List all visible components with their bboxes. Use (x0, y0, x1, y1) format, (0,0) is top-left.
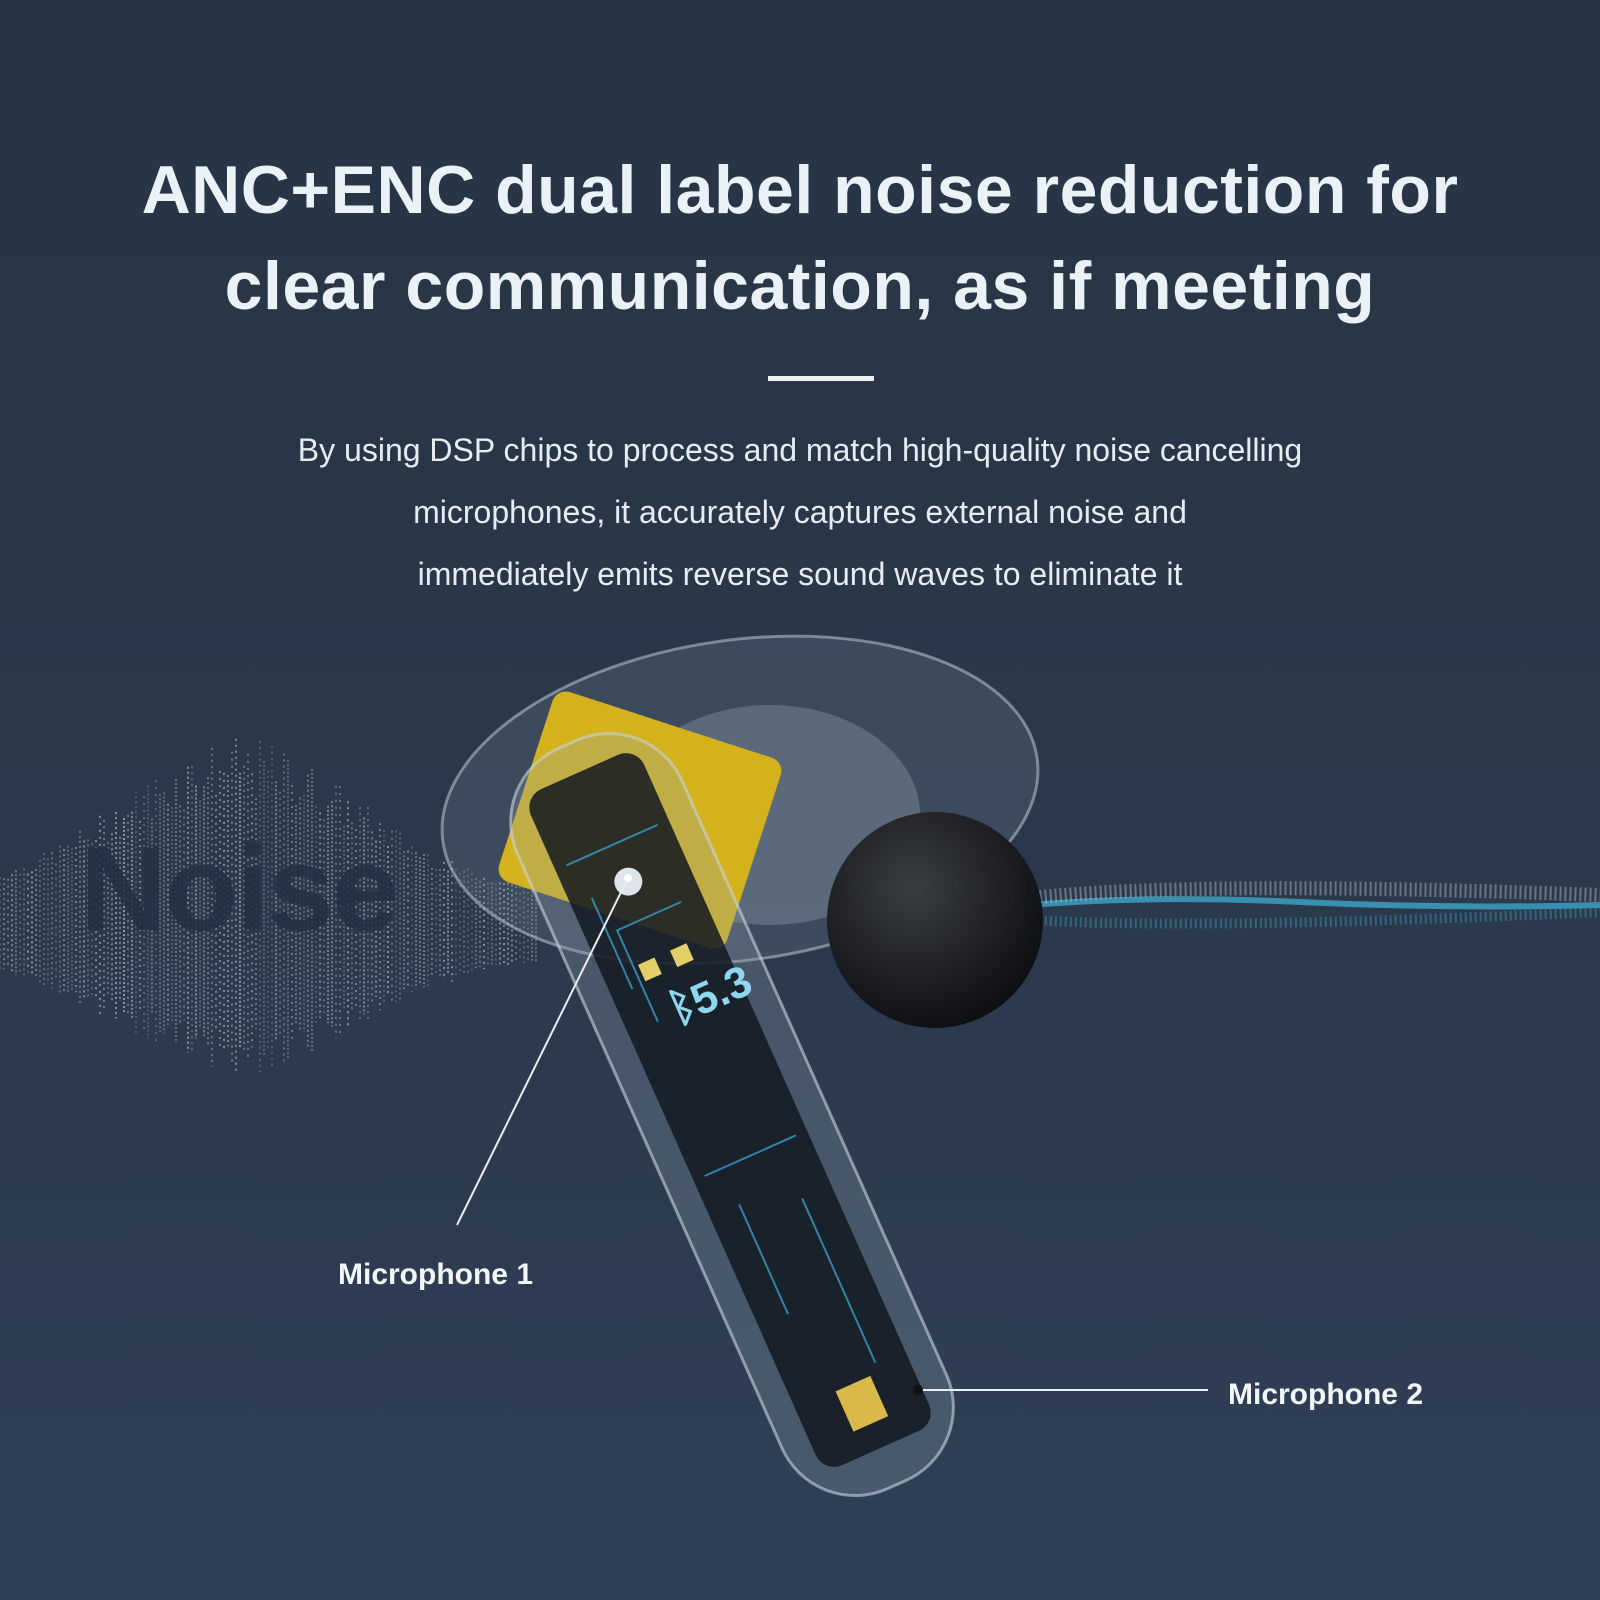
divider (768, 376, 874, 381)
headline-line-2: clear communication, as if meeting (224, 248, 1376, 324)
description-line-1: By using DSP chips to process and match … (297, 432, 1303, 468)
description-line-2: microphones, it accurately captures exte… (413, 494, 1187, 530)
microphone-2-label: Microphone 2 (1228, 1378, 1424, 1411)
headline-line-1: ANC+ENC dual label noise reduction for (141, 152, 1459, 228)
clean-waveform (1029, 881, 1600, 929)
microphone-2-port (835, 1375, 889, 1432)
microphone-1-label: Microphone 1 (338, 1258, 534, 1291)
ear-tip (827, 812, 1043, 1028)
description-line-3: immediately emits reverse sound waves to… (417, 556, 1183, 592)
noise-label: Noise (80, 822, 399, 956)
callout-lines (456, 874, 1208, 1395)
earbud-shell: ᛒ 5.3 (440, 634, 1043, 1498)
noise-waveform (0, 738, 537, 1074)
